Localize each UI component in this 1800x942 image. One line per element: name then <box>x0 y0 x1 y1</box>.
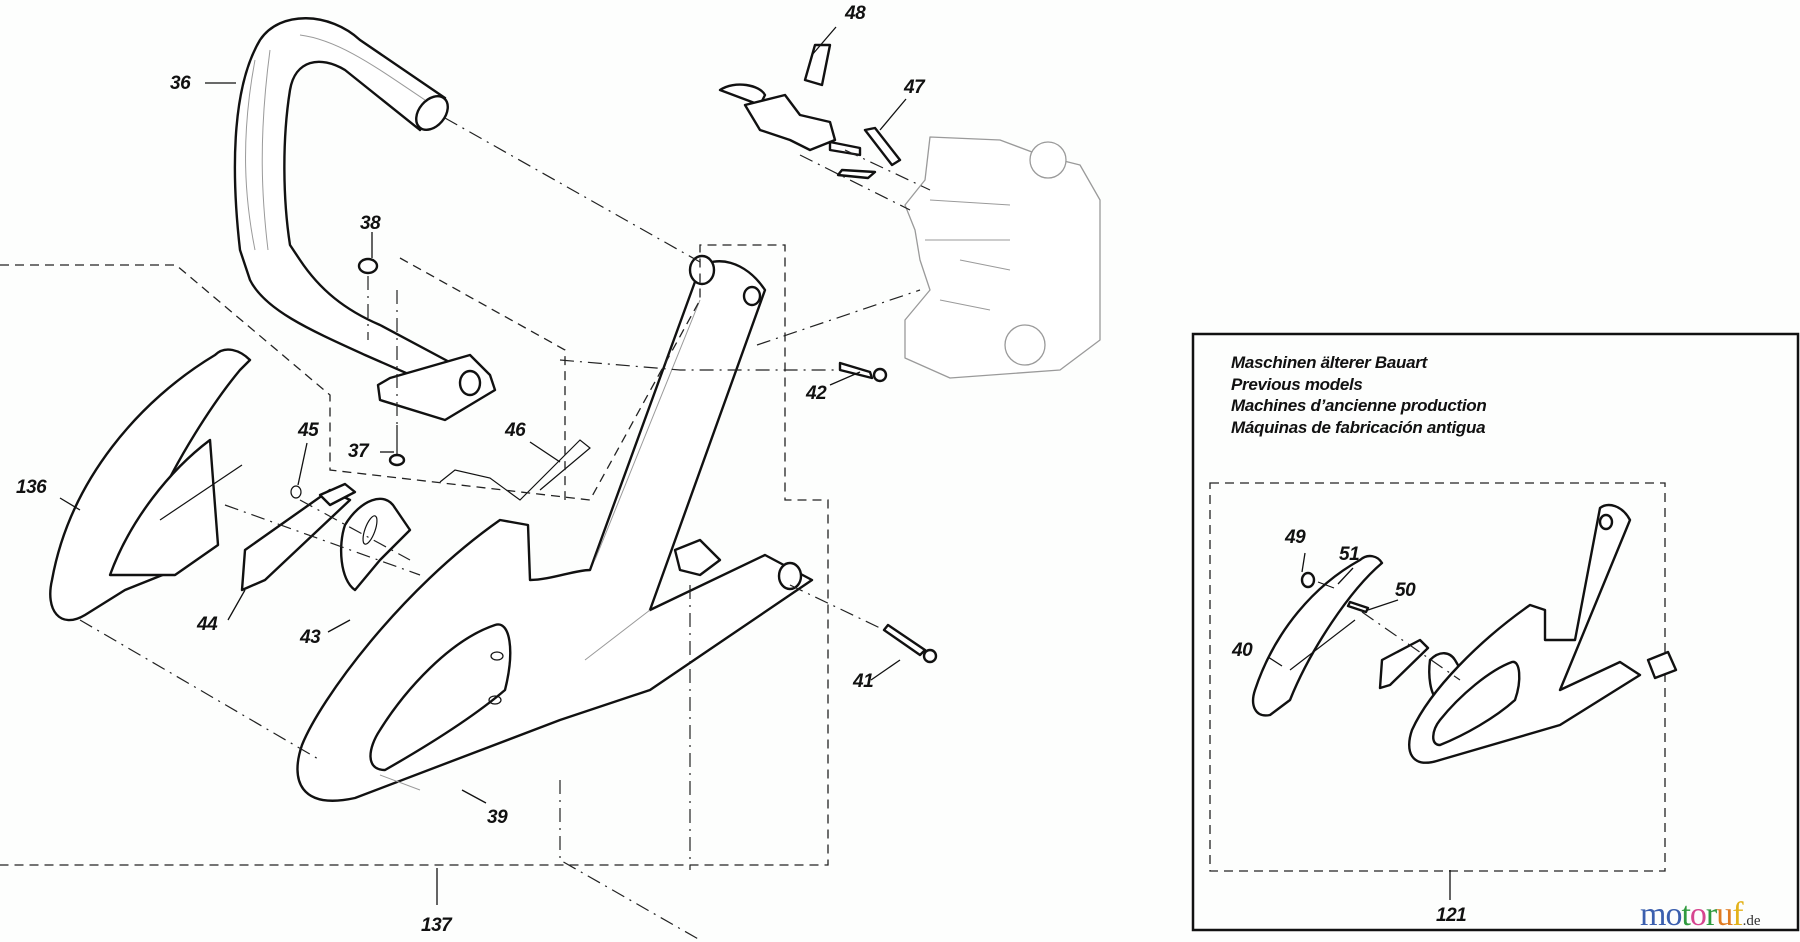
part-label-136: 136 <box>16 477 47 498</box>
caption-french: Machines d’ancienne production <box>1231 396 1487 415</box>
motoruf-watermark: motoruf.de <box>1640 898 1760 932</box>
caption-german: Maschinen älterer Bauart <box>1231 353 1427 372</box>
part-label-137: 137 <box>421 915 452 936</box>
part-label-42: 42 <box>806 383 827 404</box>
part-label-47: 47 <box>904 77 925 98</box>
assembly-lines <box>79 117 931 941</box>
caption-english: Previous models <box>1231 374 1363 394</box>
part-36-front-handle <box>233 17 497 422</box>
watermark-letter: o <box>1689 896 1707 933</box>
part-label-39: 39 <box>487 807 508 828</box>
part-label-36: 36 <box>170 73 191 94</box>
watermark-letter: r <box>1705 896 1717 933</box>
engine-housing-ghost <box>904 136 1101 379</box>
part-37-screw <box>388 425 406 467</box>
part-label-46: 46 <box>505 420 526 441</box>
part-136-side-cover <box>49 348 252 622</box>
part-label-37: 37 <box>348 441 369 462</box>
part-label-49: 49 <box>1285 527 1306 548</box>
part-47-clip <box>836 126 902 180</box>
previous-models-caption: Maschinen älterer Bauart Previous models… <box>1231 352 1487 438</box>
part-label-51: 51 <box>1339 544 1360 565</box>
part-label-40: 40 <box>1232 640 1253 661</box>
caption-spanish: Máquinas de fabricación antigua <box>1231 417 1486 437</box>
watermark-letter: m <box>1640 896 1666 933</box>
part-label-121: 121 <box>1436 905 1467 926</box>
part-44-trigger <box>240 482 357 592</box>
part-label-45: 45 <box>298 420 319 441</box>
part-label-38: 38 <box>360 213 381 234</box>
label-leaders <box>59 26 907 905</box>
watermark-letter: t <box>1681 896 1691 933</box>
previous-models-inset <box>1191 332 1800 932</box>
part-43-lockout <box>339 497 412 592</box>
part-38-nut <box>357 257 379 275</box>
watermark-letter: f <box>1732 896 1743 933</box>
assembly-boundary-137 <box>0 244 829 866</box>
part-label-48: 48 <box>845 3 866 24</box>
part-label-44: 44 <box>197 614 218 635</box>
part-45-spring <box>290 485 302 499</box>
watermark-suffix: .de <box>1742 913 1761 929</box>
part-label-43: 43 <box>300 627 321 648</box>
watermark-letter: o <box>1665 896 1682 933</box>
part-46-wire-spring <box>439 439 591 501</box>
part-label-41: 41 <box>853 671 874 692</box>
part-42-screw <box>838 361 888 383</box>
part-48-lever-assembly <box>718 43 862 157</box>
part-label-50: 50 <box>1395 580 1416 601</box>
watermark-letter: u <box>1716 896 1733 933</box>
part-41-screw <box>882 623 938 664</box>
part-39-rear-handle <box>296 254 814 802</box>
